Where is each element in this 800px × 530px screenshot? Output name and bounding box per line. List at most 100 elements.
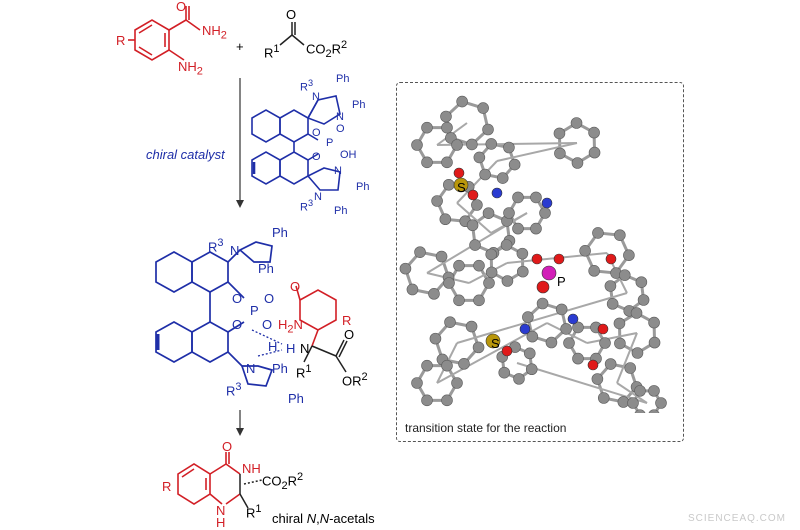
ts-carbon-atom: [453, 294, 465, 307]
ts-carbon-atom: [572, 321, 584, 334]
ts-bond: [616, 382, 648, 404]
ts-carbon-atom: [428, 288, 440, 300]
reaction-arrow-1: [236, 78, 244, 208]
catalyst-o-2: O: [312, 151, 321, 163]
ts-carbon-atom: [648, 336, 661, 349]
ts-carbon-atom: [536, 297, 549, 310]
ts-carbon-atom: [496, 172, 509, 184]
ts-nitrogen-atom: [519, 323, 531, 335]
intermediate-r3-top: R3: [208, 237, 224, 255]
product-structure: [177, 452, 241, 505]
ts-carbon-atom: [588, 146, 601, 159]
intermediate-structure: [155, 241, 274, 387]
intermediate-ph-bottom-2: Ph: [288, 391, 304, 406]
ts-carbon-atom: [441, 359, 453, 372]
ts-carbon-atom: [458, 358, 470, 370]
ts-carbon-atom: [525, 363, 538, 376]
ts-carbon-atom: [627, 397, 639, 409]
ts-bond: [456, 202, 492, 234]
ts-carbon-atom: [485, 266, 498, 279]
ts-carbon-atom: [456, 95, 468, 108]
ts-carbon-atom: [588, 126, 600, 139]
reaction-scheme: [128, 6, 348, 509]
ts-carbon-atom: [466, 219, 479, 232]
transition-state-panel: S P S transition state for the reaction: [396, 82, 684, 442]
ts-carbon-atom: [421, 394, 433, 407]
ts-carbon-atom: [441, 121, 453, 134]
reactant-carbonyl-o: O: [176, 0, 187, 14]
ts-carbon-atom: [655, 397, 667, 409]
ts-carbon-atom: [435, 250, 448, 263]
intermediate-o-ester: O: [344, 327, 355, 342]
catalyst-o-1: O: [312, 127, 321, 139]
intermediate-o-4: O: [262, 317, 273, 332]
ts-carbon-atom: [604, 358, 617, 370]
ts-oxygen-atom: [531, 253, 543, 265]
ts-carbon-atom: [411, 139, 423, 151]
arrow-label-chiral-catalyst: chiral catalyst: [146, 147, 225, 162]
reactant-r-group: R: [116, 33, 126, 48]
catalyst-oh: OH: [340, 149, 357, 161]
reaction-arrow-2: [236, 410, 244, 436]
ts-carbon-atom: [421, 359, 433, 372]
plus-sign: +: [236, 39, 244, 54]
watermark: SCIENCEAQ.COM: [687, 513, 786, 524]
ts-carbon-atom: [631, 347, 644, 359]
ts-carbon-atom: [503, 141, 515, 154]
ts-carbon-atom: [613, 317, 626, 330]
ts-carbon-atom: [599, 337, 611, 349]
ts-carbon-atom: [479, 168, 491, 181]
ketoester-structure: [279, 22, 305, 46]
ts-carbon-atom: [635, 276, 648, 288]
product-r1: R1: [246, 503, 262, 521]
intermediate-n-center: N: [300, 341, 310, 356]
ts-carbon-atom: [560, 323, 572, 335]
product-nh-top: NH: [242, 461, 261, 476]
ts-carbon-atom: [614, 229, 626, 241]
catalyst-ph-3: Ph: [356, 181, 370, 193]
hydrogen-bonds: [251, 329, 283, 357]
ts-carbon-atom: [421, 156, 433, 169]
ts-carbon-atom: [624, 362, 637, 374]
intermediate-ph-bottom-1: Ph: [272, 361, 288, 376]
ts-carbon-atom: [516, 265, 529, 278]
ts-oxygen-atom: [501, 345, 513, 357]
ts-carbon-atom: [648, 316, 660, 329]
ts-carbon-atom: [614, 337, 626, 350]
intermediate-n-bottom: N: [246, 361, 256, 376]
catalyst-n-top: N: [312, 91, 320, 103]
ts-carbon-atom: [545, 336, 558, 349]
ts-carbon-atom: [429, 332, 442, 345]
ts-oxygen-atom: [467, 189, 479, 201]
ts-carbon-atom: [431, 195, 443, 207]
ts-carbon-atom: [411, 377, 423, 389]
ts-oxygen-atom: [536, 280, 550, 294]
intermediate-o-3: O: [232, 317, 243, 332]
ts-carbon-atom: [555, 303, 568, 316]
product-nh-bottom: N: [216, 503, 226, 518]
product-r-group: R: [162, 479, 172, 494]
ts-nitrogen-atom: [567, 313, 579, 325]
ts-carbon-atom: [617, 396, 630, 408]
catalyst-n-mid: N: [336, 111, 344, 123]
ketoester-co2r2: CO2R2: [306, 39, 348, 60]
intermediate-h-1: H: [268, 339, 278, 354]
product-h: H: [216, 515, 226, 530]
ts-carbon-atom: [443, 277, 455, 289]
intermediate-n-top: N: [230, 243, 240, 258]
product-co2r2: CO2R2: [262, 471, 304, 492]
ts-carbon-atom: [441, 394, 453, 407]
ts-carbon-atom: [465, 320, 478, 333]
ts-oxygen-atom: [605, 253, 617, 265]
ts-carbon-atom: [522, 311, 534, 323]
catalyst-n-bottom-2: N: [314, 191, 322, 203]
ts-carbon-atom: [526, 330, 539, 343]
intermediate-o-red: O: [290, 279, 301, 294]
ketoester-o: O: [286, 7, 297, 22]
ts-carbon-atom: [442, 178, 455, 191]
intermediate-h2n: H2N: [278, 317, 303, 336]
ts-carbon-atom: [591, 373, 604, 385]
ts-bond: [456, 160, 498, 204]
catalyst-ph-1: Ph: [336, 73, 350, 85]
ts-carbon-atom: [570, 117, 583, 129]
